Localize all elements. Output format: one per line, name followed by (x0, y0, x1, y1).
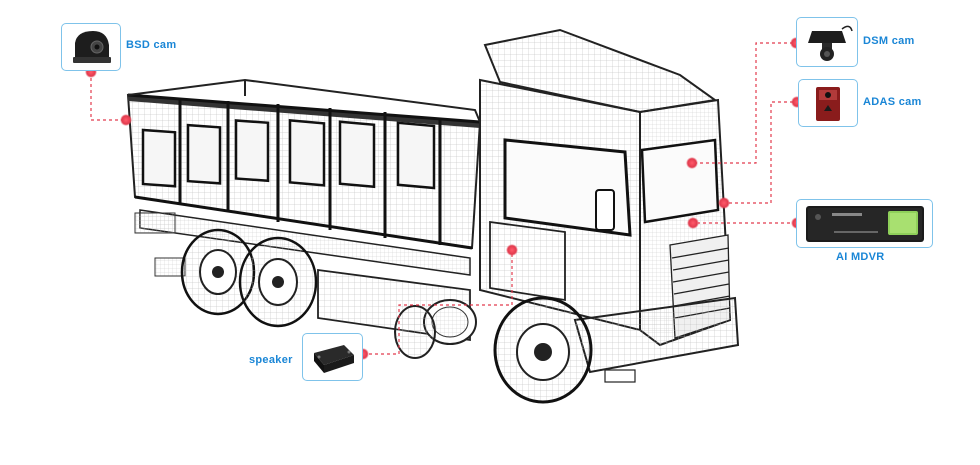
connector-lines (90, 42, 796, 355)
dsm-mount-dot (686, 157, 698, 169)
speaker-box-icon (314, 345, 354, 373)
bsd-mount-dot (120, 114, 132, 126)
bsd-cam-label: BSD cam (126, 39, 177, 51)
mdvr-mount-dot (687, 217, 699, 229)
adas-cam-label: ADAS cam (863, 96, 922, 108)
ai-mdvr-callout (796, 199, 933, 248)
speaker-callout (302, 333, 363, 381)
windshield-camera-icon (816, 87, 840, 121)
ai-mdvr-label: AI MDVR (836, 251, 885, 263)
speaker-mount-dot (506, 244, 518, 256)
side-camera-icon (73, 31, 111, 63)
bsd-cam-callout (61, 23, 121, 71)
speaker-label: speaker (249, 354, 293, 366)
adas-cam-callout (798, 79, 858, 127)
rear-wheels (180, 228, 318, 328)
dump-body (126, 78, 482, 250)
dsm-cam-callout (796, 17, 858, 67)
mdvr-recorder-icon (806, 206, 924, 242)
dome-camera-icon (808, 25, 853, 61)
dsm-cam-label: DSM cam (863, 35, 915, 47)
adas-mount-dot (718, 197, 730, 209)
truck-cab (479, 28, 740, 383)
front-wheel (394, 296, 593, 404)
